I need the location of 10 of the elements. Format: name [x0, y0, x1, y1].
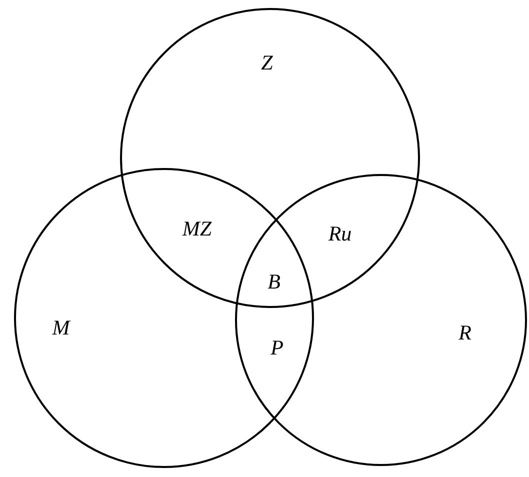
- set-label: M: [52, 318, 70, 338]
- intersection-label: MZ: [182, 218, 212, 240]
- intersection-label: P: [270, 338, 284, 358]
- intersection-label: B: [268, 272, 280, 292]
- set-label: Z: [261, 52, 273, 74]
- intersection-label: Ru: [328, 224, 352, 244]
- venn-circle: [235, 174, 527, 466]
- venn-circle: [14, 168, 314, 468]
- set-label: R: [458, 322, 472, 344]
- venn-circle: [120, 8, 420, 308]
